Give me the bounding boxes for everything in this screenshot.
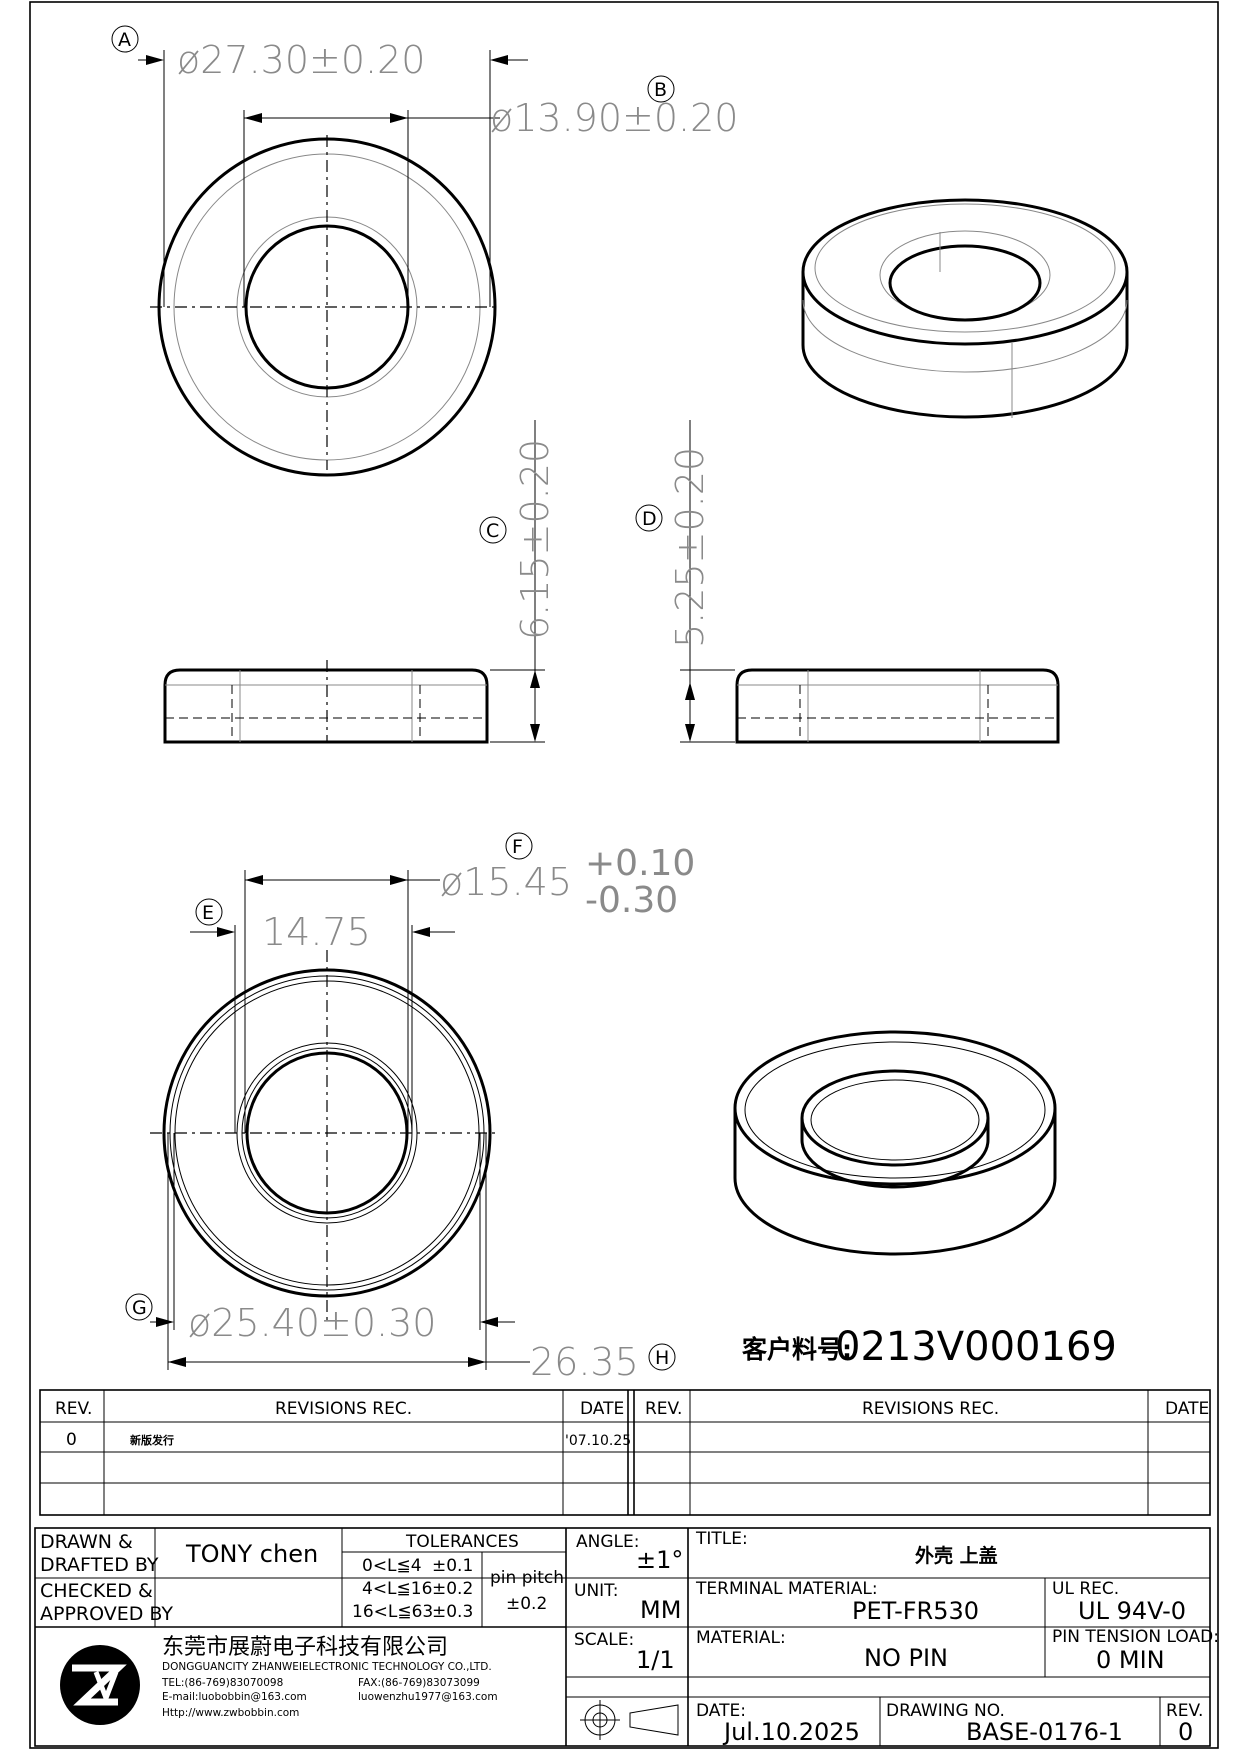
drawn-value: TONY chen — [185, 1540, 318, 1568]
callout-d: D — [642, 508, 657, 530]
rev-value: 0 — [1178, 1718, 1193, 1746]
tol-1-value: ±0.2 — [432, 1579, 473, 1599]
rev-header-right: REV. — [645, 1399, 682, 1419]
date-header-left: DATE — [580, 1399, 624, 1419]
callout-b: B — [654, 79, 667, 101]
drawing-no-label: DRAWING NO. — [886, 1701, 1005, 1721]
top-cover-side-view-c — [163, 420, 545, 744]
rev-header-left: REV. — [55, 1399, 92, 1419]
pin-tension-value: 0 MIN — [1096, 1646, 1165, 1674]
title-label: TITLE: — [695, 1529, 748, 1549]
date-value: Jul.10.2025 — [722, 1718, 860, 1746]
unit-label: UNIT: — [574, 1581, 618, 1601]
tol-0-range: 0<L≦4 — [362, 1556, 422, 1576]
checked-label-2: APPROVED BY — [40, 1603, 173, 1625]
dim-f-plus-text: +0.10 — [585, 843, 695, 884]
top-cover-side-view-d — [680, 420, 1060, 744]
top-cover-isometric — [801, 198, 1129, 419]
callout-g: G — [132, 1297, 147, 1319]
company-tel: TEL:(86-769)83070098 — [161, 1677, 283, 1689]
dim-h-text: 26.35 — [530, 1340, 639, 1384]
dim-c-text: 6.15±0.20 — [513, 439, 557, 640]
dim-a-text: ø27.30±0.20 — [177, 38, 425, 82]
bottom-cover-plan-view — [150, 870, 530, 1370]
dim-f-minus-text: -0.30 — [585, 880, 678, 921]
callout-a: A — [118, 29, 131, 51]
scale-label: SCALE: — [574, 1630, 634, 1650]
title-block: DRAWN & DRAFTED BY TONY chen CHECKED & A… — [34, 1527, 1219, 1747]
unit-value: MM — [640, 1596, 681, 1624]
company-email-2: luowenzhu1977@163.com — [358, 1691, 498, 1703]
customer-part-number: 0213V000169 — [835, 1324, 1117, 1370]
rev-label: REV. — [1166, 1701, 1203, 1721]
drawing-no-value: BASE-0176-1 — [966, 1718, 1123, 1746]
date-header-right: DATE — [1165, 1399, 1209, 1419]
tol-0-value: ±0.1 — [432, 1556, 473, 1576]
drawn-label-1: DRAWN & — [40, 1531, 133, 1553]
scale-value: 1/1 — [636, 1646, 675, 1674]
title-value: 外壳 上盖 — [915, 1544, 998, 1567]
pin-pitch-label: pin pitch — [490, 1568, 564, 1588]
angle-label: ANGLE: — [576, 1532, 639, 1552]
dim-g-text: ø25.40±0.30 — [188, 1301, 436, 1345]
company-name-en: DONGGUANCITY ZHANWEIELECTRONIC TECHNOLOG… — [162, 1661, 492, 1673]
dim-f-main-text: ø15.45 — [440, 860, 572, 904]
ul-value: UL 94V-0 — [1078, 1597, 1186, 1625]
bottom-cover-isometric — [733, 1030, 1057, 1256]
ul-label: UL REC. — [1052, 1579, 1119, 1599]
company-web: Http://www.zwbobbin.com — [162, 1707, 299, 1719]
dim-b-text: ø13.90±0.20 — [490, 96, 738, 140]
callout-c: C — [486, 520, 499, 542]
company-name-cn: 东莞市展蔚电子科技有限公司 — [162, 1635, 448, 1660]
customer-part-label: 客户料号: — [742, 1335, 852, 1364]
tol-2-value: ±0.3 — [432, 1602, 473, 1622]
terminal-label: TERMINAL MATERIAL: — [695, 1579, 878, 1599]
company-logo — [60, 1645, 140, 1725]
projection-symbol-icon — [580, 1700, 679, 1740]
callout-h: H — [655, 1347, 669, 1369]
callouts: A B C D E F G H — [111, 25, 676, 1371]
rev-row-0-rev: 0 — [66, 1430, 77, 1450]
pin-tension-label: PIN TENSION LOAD: — [1052, 1627, 1219, 1647]
angle-value: ±1° — [636, 1546, 683, 1574]
dim-d-text: 5.25±0.20 — [668, 447, 712, 648]
terminal-value: PET-FR530 — [852, 1597, 979, 1625]
tolerances-title: TOLERANCES — [405, 1532, 519, 1552]
pin-pitch-value: ±0.2 — [506, 1594, 547, 1614]
tol-1-range: 4<L≦16 — [362, 1579, 432, 1599]
checked-label-1: CHECKED & — [40, 1580, 153, 1602]
callout-e: E — [202, 902, 214, 924]
rev-row-0-rec: 新版发行 — [130, 1433, 174, 1447]
top-cover-plan-view — [138, 50, 528, 477]
tol-2-range: 16<L≦63 — [352, 1602, 433, 1622]
material-label: MATERIAL: — [696, 1628, 786, 1648]
rec-header-left: REVISIONS REC. — [275, 1399, 412, 1419]
callout-f: F — [512, 836, 523, 858]
material-value: NO PIN — [864, 1644, 948, 1672]
sheet-border — [29, 1, 1219, 1749]
company-fax: FAX:(86-769)83073099 — [358, 1677, 480, 1689]
date-label: DATE: — [696, 1701, 746, 1721]
rev-row-0-date: '07.10.25 — [565, 1433, 631, 1449]
dim-e-text: 14.75 — [262, 910, 371, 954]
revision-table: REV. REVISIONS REC. DATE REV. REVISIONS … — [39, 1389, 1211, 1516]
drawn-label-2: DRAFTED BY — [40, 1554, 159, 1576]
company-email-1: E-mail:luobobbin@163.com — [162, 1691, 307, 1703]
dimension-labels: ø27.30±0.20 ø13.90±0.20 6.15±0.20 5.25±0… — [177, 38, 738, 1384]
rec-header-right: REVISIONS REC. — [862, 1399, 999, 1419]
